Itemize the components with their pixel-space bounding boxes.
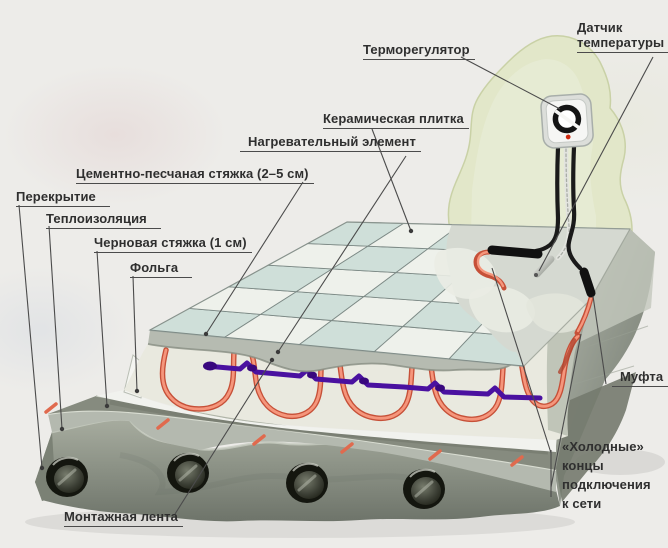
cold-end-cables [473,249,594,374]
thermostat-indicator [565,134,571,140]
coupling-sleeve-right [579,267,596,298]
mounting-tape [203,360,543,401]
unfinished-screed-area [149,221,631,367]
label-coupling: Муфта [612,369,668,387]
label-thermostat: Терморегулятор [363,42,475,60]
slab-hole [286,462,328,503]
label-floor-slab: Перекрытие [16,189,110,207]
leader-dots [39,228,414,471]
cable-cross-sections [44,402,524,467]
label-thermal-insulation: Теплоизоляция [46,211,161,229]
thermostat [540,93,594,149]
power-cables [487,144,596,298]
label-heating-element: Нагревательный элемент [240,134,421,152]
label-mounting-tape: Монтажная лента [64,509,183,527]
coupling-sleeve-left [487,245,543,259]
block-right-face [554,229,655,506]
slab-hole [167,452,209,493]
label-temperature-sensor: Датчик температуры [577,20,668,53]
label-foil: Фольга [130,260,193,278]
label-cold-ends: «Холодные» концы подключения к сети [562,439,651,511]
label-rough-screed: Черновая стяжка (1 см) [94,235,252,253]
slab-hole [403,468,445,509]
temperature-sensor-probe [533,255,555,278]
floor-slab-layer [35,418,560,522]
slab-hole [46,456,88,497]
leader-lines [18,56,654,515]
label-cement-sand-screed: Цементно-песчаная стяжка (2–5 см) [76,166,314,184]
thermal-insulation-layer [47,409,557,492]
label-ceramic-tile: Керамическая плитка [323,111,469,129]
